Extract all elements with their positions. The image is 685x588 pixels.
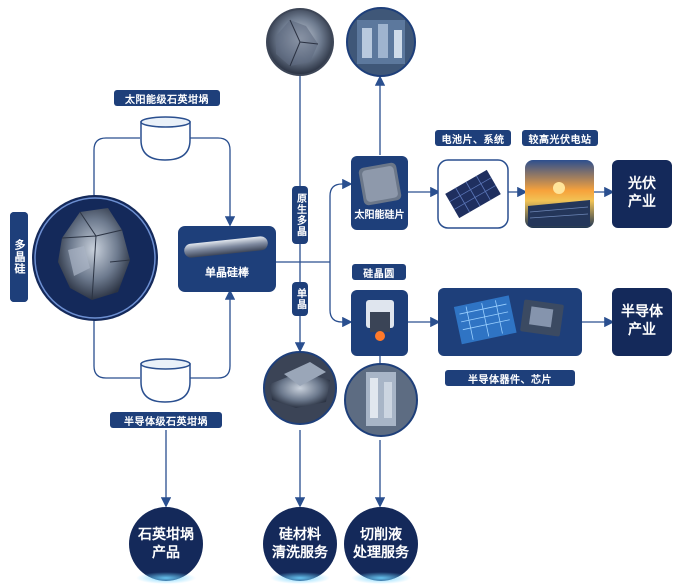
solar-crucible-label: 太阳能级石英坩埚 (114, 90, 220, 106)
solar-wafer-label: 太阳能硅片 (354, 210, 405, 221)
solar-cell-box (437, 159, 509, 229)
virgin-polysilicon-image (266, 8, 334, 76)
wafer-label: 硅晶圆 (352, 264, 406, 280)
wafer-factory-image (346, 7, 416, 77)
pv-station-label: 较高光伏电站 (522, 130, 598, 146)
crucible-products-label: 石英坩埚 产品 (138, 527, 194, 562)
silicon-cleaning-circle (263, 507, 337, 584)
ingot-box (178, 226, 276, 292)
polysilicon-label: 多晶硅 (10, 212, 28, 302)
silicon-cleaning-label: 硅材料 清洗服务 (272, 527, 328, 562)
semiconductor-industry-label: 半导体 产业 (621, 304, 663, 338)
semiconductor-crucible-label: 半导体级石英坩埚 (110, 412, 222, 428)
cutting-fluid-equipment-image (344, 363, 418, 437)
semiconductor-device-label: 半导体器件、芯片 (445, 370, 575, 386)
wafer-box (351, 290, 408, 356)
cutting-fluid-circle (344, 507, 418, 584)
cutting-fluid-label: 切削液 处理服务 (353, 527, 409, 562)
crucible-icon-bottom (140, 358, 191, 403)
solar-wafer-box (351, 156, 408, 230)
virgin-polysilicon-label: 原生多晶 (292, 186, 308, 244)
semiconductor-device-box (438, 288, 582, 356)
semiconductor-industry-box (612, 288, 672, 356)
crucible-icon-top (140, 116, 191, 161)
pv-industry-label: 光伏 产业 (628, 176, 656, 210)
silicon-cleaning-image (263, 351, 337, 425)
crucible-products-circle (129, 507, 203, 584)
solar-cell-label: 电池片、系统 (435, 130, 511, 146)
ingot-label: 单晶硅棒 (205, 266, 249, 279)
polysilicon-image (32, 195, 158, 321)
monocrystal-label: 单晶 (292, 282, 308, 316)
pv-station-box (525, 160, 594, 228)
pv-industry-box (612, 160, 672, 228)
